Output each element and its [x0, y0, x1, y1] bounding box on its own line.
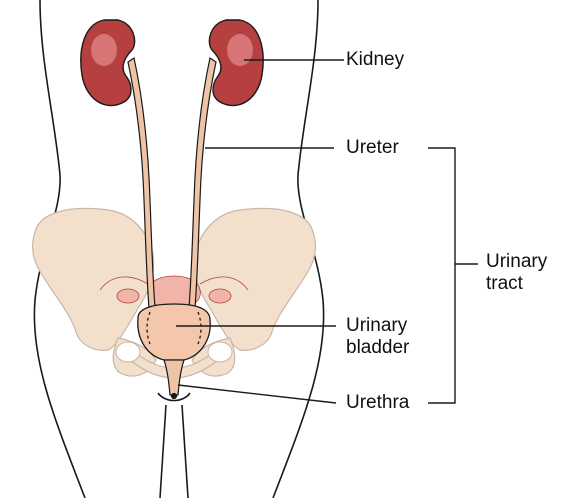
urinary-bladder: [138, 304, 210, 360]
kidney-label: Kidney: [346, 49, 404, 71]
urinary-tract-label: Urinary tract: [486, 251, 547, 295]
urinary-tract-bracket: [428, 148, 455, 403]
urethra-label: Urethra: [346, 392, 409, 414]
urethra: [164, 360, 184, 399]
urinary-bladder-label: Urinary bladder: [346, 315, 409, 359]
ureter-label: Ureter: [346, 137, 399, 159]
